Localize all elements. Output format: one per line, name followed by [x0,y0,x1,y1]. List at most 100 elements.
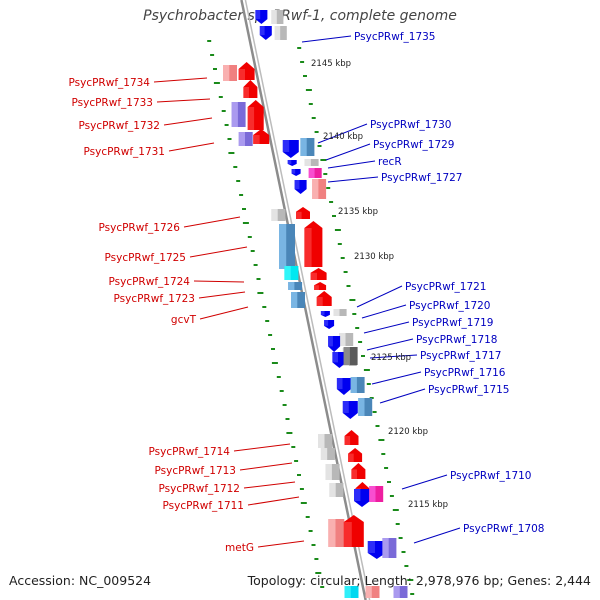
gene-glyph [312,179,327,199]
tick-mark [398,537,403,539]
tick-mark [314,131,319,133]
gene-glyph [382,538,397,558]
tick-mark [262,306,267,308]
tick-mark [207,40,212,42]
gene-glyph [288,282,303,290]
ruler-label: 2120 kbp [388,427,428,437]
gene-glyph [294,180,307,194]
gene-label-reverse: PsycPRwf_1723 [114,293,196,305]
leader-line [257,540,305,548]
gene-glyph [328,336,341,352]
leader-line [317,123,368,144]
tick-mark [407,579,414,581]
tick-mark [233,166,238,168]
gene-label-forward: recR [378,156,402,168]
gene-glyph [343,515,364,547]
tick-mark [224,124,229,126]
leader-line [189,246,248,258]
tick-mark [256,278,261,280]
gene-glyph [308,168,322,178]
gene-glyph [304,221,323,267]
tick-mark [372,411,377,413]
tick-mark [242,208,246,210]
tick-mark [294,460,299,462]
tick-mark [363,369,370,371]
tick-mark [271,348,275,350]
gene-glyph [271,209,286,221]
gene-glyph [243,80,258,98]
tick-mark [257,292,264,294]
leader-line [243,481,296,489]
tick-mark [343,271,348,273]
leader-line [199,306,249,320]
gene-label-reverse: PsycPRwf_1714 [149,446,231,458]
tick-mark [239,194,244,196]
gene-glyph [336,378,351,395]
gene-glyph [358,398,373,416]
tick-mark [315,572,322,574]
gene-glyph [329,483,344,497]
leader-line [379,388,426,404]
ruler-label: 2130 kbp [354,252,394,262]
genome-summary-text: Topology: circular; Length: 2,978,976 bp… [247,573,591,588]
gene-label-reverse: PsycPRwf_1732 [79,120,161,132]
tick-mark [299,488,304,490]
tick-mark [361,355,365,357]
gene-glyph [348,448,363,462]
gene-glyph [291,169,301,176]
gene-label-reverse: PsycPRwf_1733 [72,97,154,109]
tick-mark [392,509,399,511]
gene-labels: PsycPRwf_1734PsycPRwf_1733PsycPRwf_1732P… [69,31,545,554]
leader-line [413,527,461,544]
tick-mark [378,439,385,441]
gene-glyph [314,282,327,290]
tick-mark [271,362,278,364]
gene-glyph [369,486,384,502]
tick-mark [337,243,342,245]
tick-mark [308,530,313,532]
tick-mark [401,551,406,553]
leader-line [361,304,407,319]
gene-glyph [320,448,335,460]
leader-line [193,280,245,283]
gene-label-forward: PsycPRwf_1730 [370,119,452,131]
tick-marks [207,40,415,595]
leader-line [247,496,300,506]
leader-line [163,117,213,126]
gene-label-forward: PsycPRwf_1720 [409,300,491,312]
leader-line [153,77,208,83]
gene-label-reverse: PsycPRwf_1711 [163,500,245,512]
leader-line [198,291,246,299]
tick-mark [291,446,296,448]
tick-mark [297,474,301,476]
ruler-label: 2140 kbp [323,132,363,142]
gene-label-reverse: PsycPRwf_1724 [109,276,191,288]
gene-label-forward: PsycPRwf_1727 [381,172,463,184]
tick-mark [389,495,394,497]
tick-mark [265,320,270,322]
gene-glyph [291,292,305,308]
gene-glyph [324,320,335,329]
tick-mark [381,453,386,455]
tick-mark [282,404,287,406]
gene-glyph [259,26,272,40]
tick-mark [355,327,360,329]
gene-label-forward: PsycPRwf_1719 [412,317,494,329]
tick-mark [218,96,223,98]
ruler-label: 2145 kbp [311,59,351,69]
gene-glyph [287,160,297,166]
leader-line [233,443,291,452]
tick-mark [326,187,331,189]
map-title: Psychrobacter sp. PRwf-1, complete genom… [143,8,457,24]
gene-label-reverse: PsycPRwf_1734 [69,77,151,89]
tick-mark [349,299,356,301]
leader-line [183,216,241,228]
ruler-label: 2135 kbp [338,207,378,217]
leader-line [366,338,414,351]
leader-line [356,285,403,308]
gene-glyph [332,352,347,368]
tick-mark [387,481,391,483]
gene-label-reverse: gcvT [171,314,197,326]
